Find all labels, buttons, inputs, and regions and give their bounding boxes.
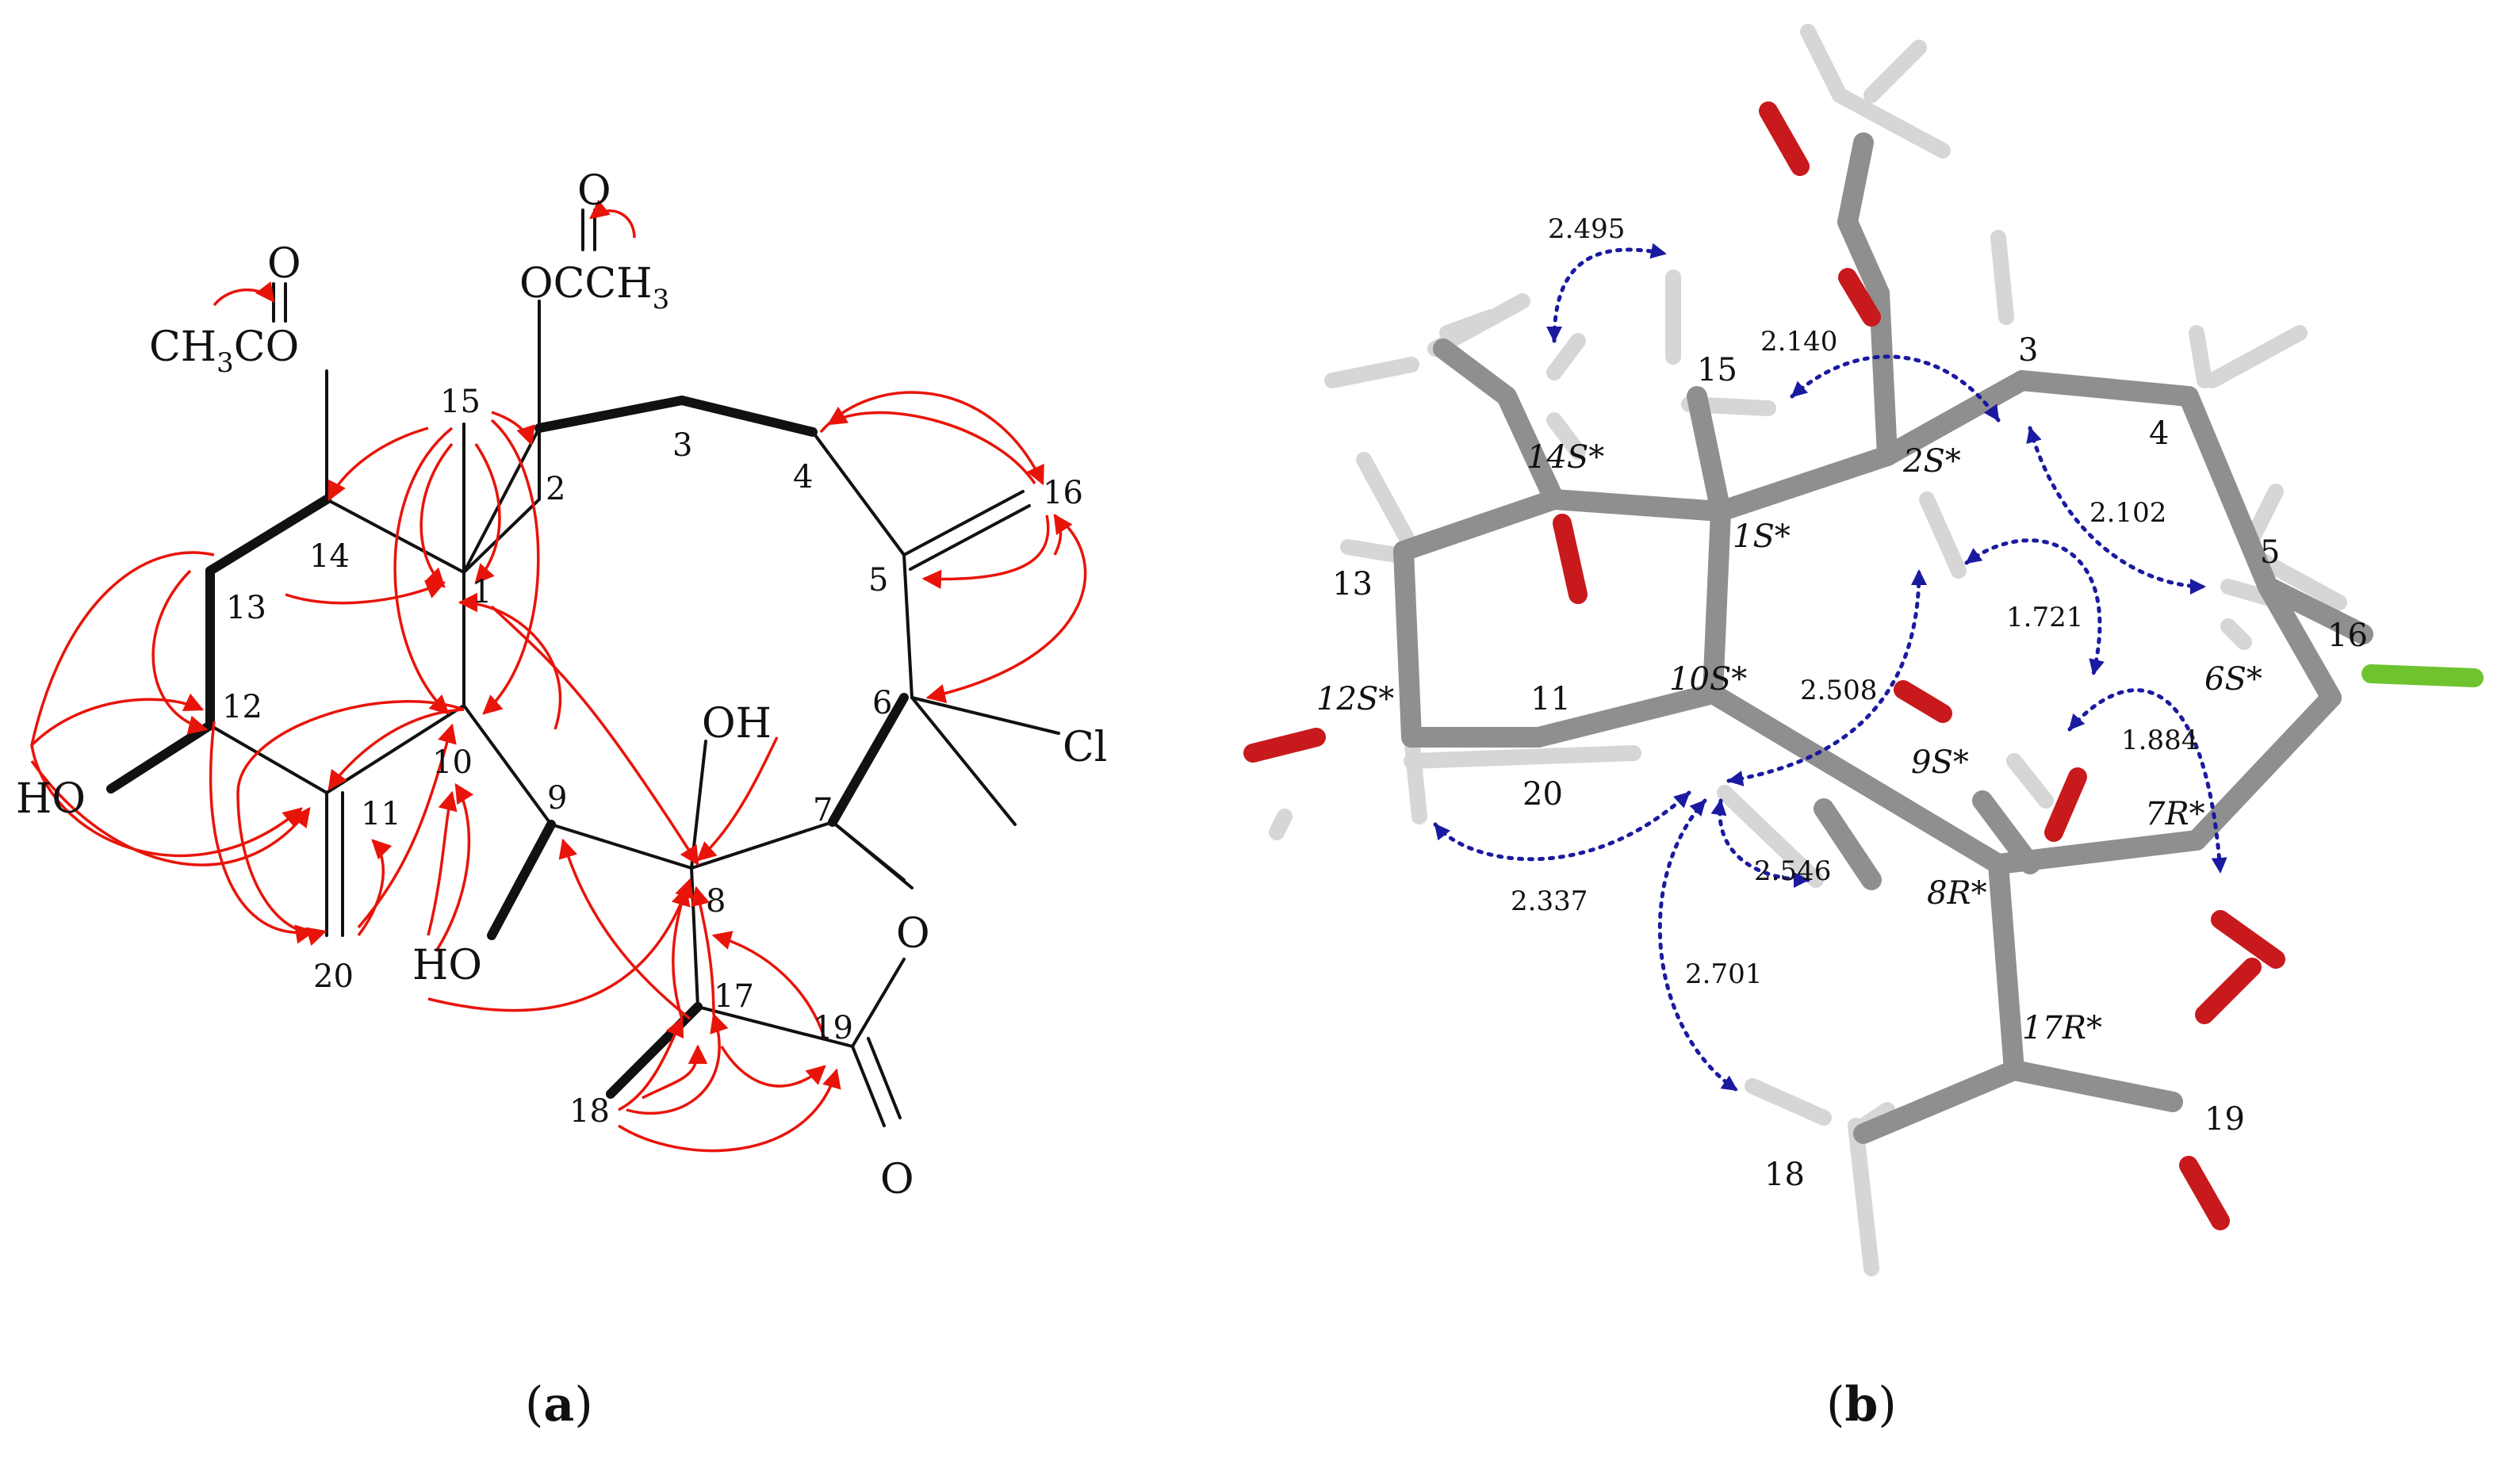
atom-label: O (880, 1156, 914, 1203)
atom-label: 12 (222, 689, 262, 725)
atom-label: 4 (793, 459, 813, 495)
atom-label: 11 (1530, 681, 1571, 717)
atom-label: 7R* (2145, 796, 2205, 832)
atom-label: 15 (1697, 352, 1737, 388)
atom-label: 18 (569, 1093, 610, 1130)
noe-distance-labels: 2.495 2.140 2.102 1.721 2.508 1.884 2.54… (1511, 213, 2198, 990)
panel-a-structure: O CH3CO O OCCH3 15 2 3 4 16 14 1 13 5 12… (16, 167, 1107, 1432)
atom-label: 18 (1764, 1157, 1805, 1193)
atom-label: 20 (1523, 776, 1563, 813)
distance-label: 1.721 (2006, 602, 2083, 633)
atom-label: HO (16, 775, 86, 823)
distance-label: 2.102 (2089, 497, 2166, 529)
atom-label: 10S* (1669, 661, 1747, 698)
distance-label: 2.701 (1685, 958, 1762, 990)
atom-label: 1 (472, 574, 492, 610)
atom-label: CH3CO (149, 323, 299, 379)
caption-a: (a) (525, 1377, 593, 1432)
distance-label: 1.884 (2121, 725, 2198, 756)
atom-label: 14S* (1526, 439, 1604, 476)
atom-label: 6S* (2204, 661, 2262, 698)
atom-label: 9S* (1911, 744, 1969, 781)
model-atom-labels: 3 15 4 14S* 2S* 1S* 13 5 16 10S* 12S* 11… (1316, 332, 2368, 1193)
distance-label: 2.546 (1754, 855, 1831, 887)
hmbc-arrows (30, 199, 1087, 1153)
panel-b-3d-model: 2.495 2.140 2.102 1.721 2.508 1.884 2.54… (1243, 24, 2484, 1432)
distance-label: 2.140 (1760, 326, 1837, 358)
structure-bonds (209, 208, 1060, 1127)
atom-label: O (896, 910, 930, 958)
atom-label: 2 (546, 471, 565, 507)
atom-label: 4 (2149, 415, 2169, 452)
atom-label: 16 (2327, 618, 2368, 654)
atom-label: 12S* (1316, 681, 1394, 717)
distance-label: 2.337 (1511, 885, 1588, 917)
atom-label: 9 (547, 780, 567, 817)
atom-label: HO (412, 942, 482, 989)
atom-label: OH (702, 700, 772, 748)
atom-label: 17R* (2022, 1010, 2102, 1046)
model-hydrogen-sticks (1269, 24, 2347, 1276)
atom-label: 11 (361, 796, 401, 832)
atom-label: 8 (706, 883, 726, 920)
model-oxygen-sticks (1243, 101, 2285, 1230)
atom-label: 19 (813, 1010, 853, 1046)
atom-label: 13 (226, 590, 266, 626)
atom-label: 17 (714, 978, 754, 1015)
atom-label: 5 (868, 562, 888, 599)
atom-label: 13 (1332, 566, 1373, 602)
cosy-bonds (106, 396, 909, 1099)
atom-label: 7 (813, 792, 833, 828)
atom-label: 3 (672, 427, 692, 464)
model-chlorine-stick (2361, 664, 2484, 687)
atom-label: 16 (1043, 475, 1083, 511)
atom-label: 15 (440, 384, 481, 420)
atom-label: 1S* (1733, 518, 1791, 555)
atom-label: 10 (432, 744, 473, 781)
atom-label: 2S* (1902, 443, 1961, 480)
distance-label: 2.508 (1800, 675, 1877, 706)
structure-labels: O CH3CO O OCCH3 15 2 3 4 16 14 1 13 5 12… (16, 167, 1107, 1203)
atom-label: 20 (313, 958, 354, 995)
distance-label: 2.495 (1548, 213, 1625, 245)
atom-label: 5 (2260, 534, 2280, 571)
model-carbon-sticks (1393, 132, 2373, 1144)
atom-label: 6 (872, 685, 892, 721)
atom-label: O (267, 240, 301, 288)
atom-label: O (577, 167, 611, 215)
caption-b: (b) (1826, 1377, 1897, 1432)
atom-label: 14 (309, 538, 350, 575)
noe-arrows (1433, 243, 2227, 1092)
atom-label: Cl (1063, 724, 1107, 771)
atom-label: OCCH3 (519, 260, 669, 316)
atom-label: 19 (2204, 1101, 2245, 1138)
atom-label: 8R* (1927, 875, 1987, 912)
atom-label: 3 (2018, 332, 2038, 369)
